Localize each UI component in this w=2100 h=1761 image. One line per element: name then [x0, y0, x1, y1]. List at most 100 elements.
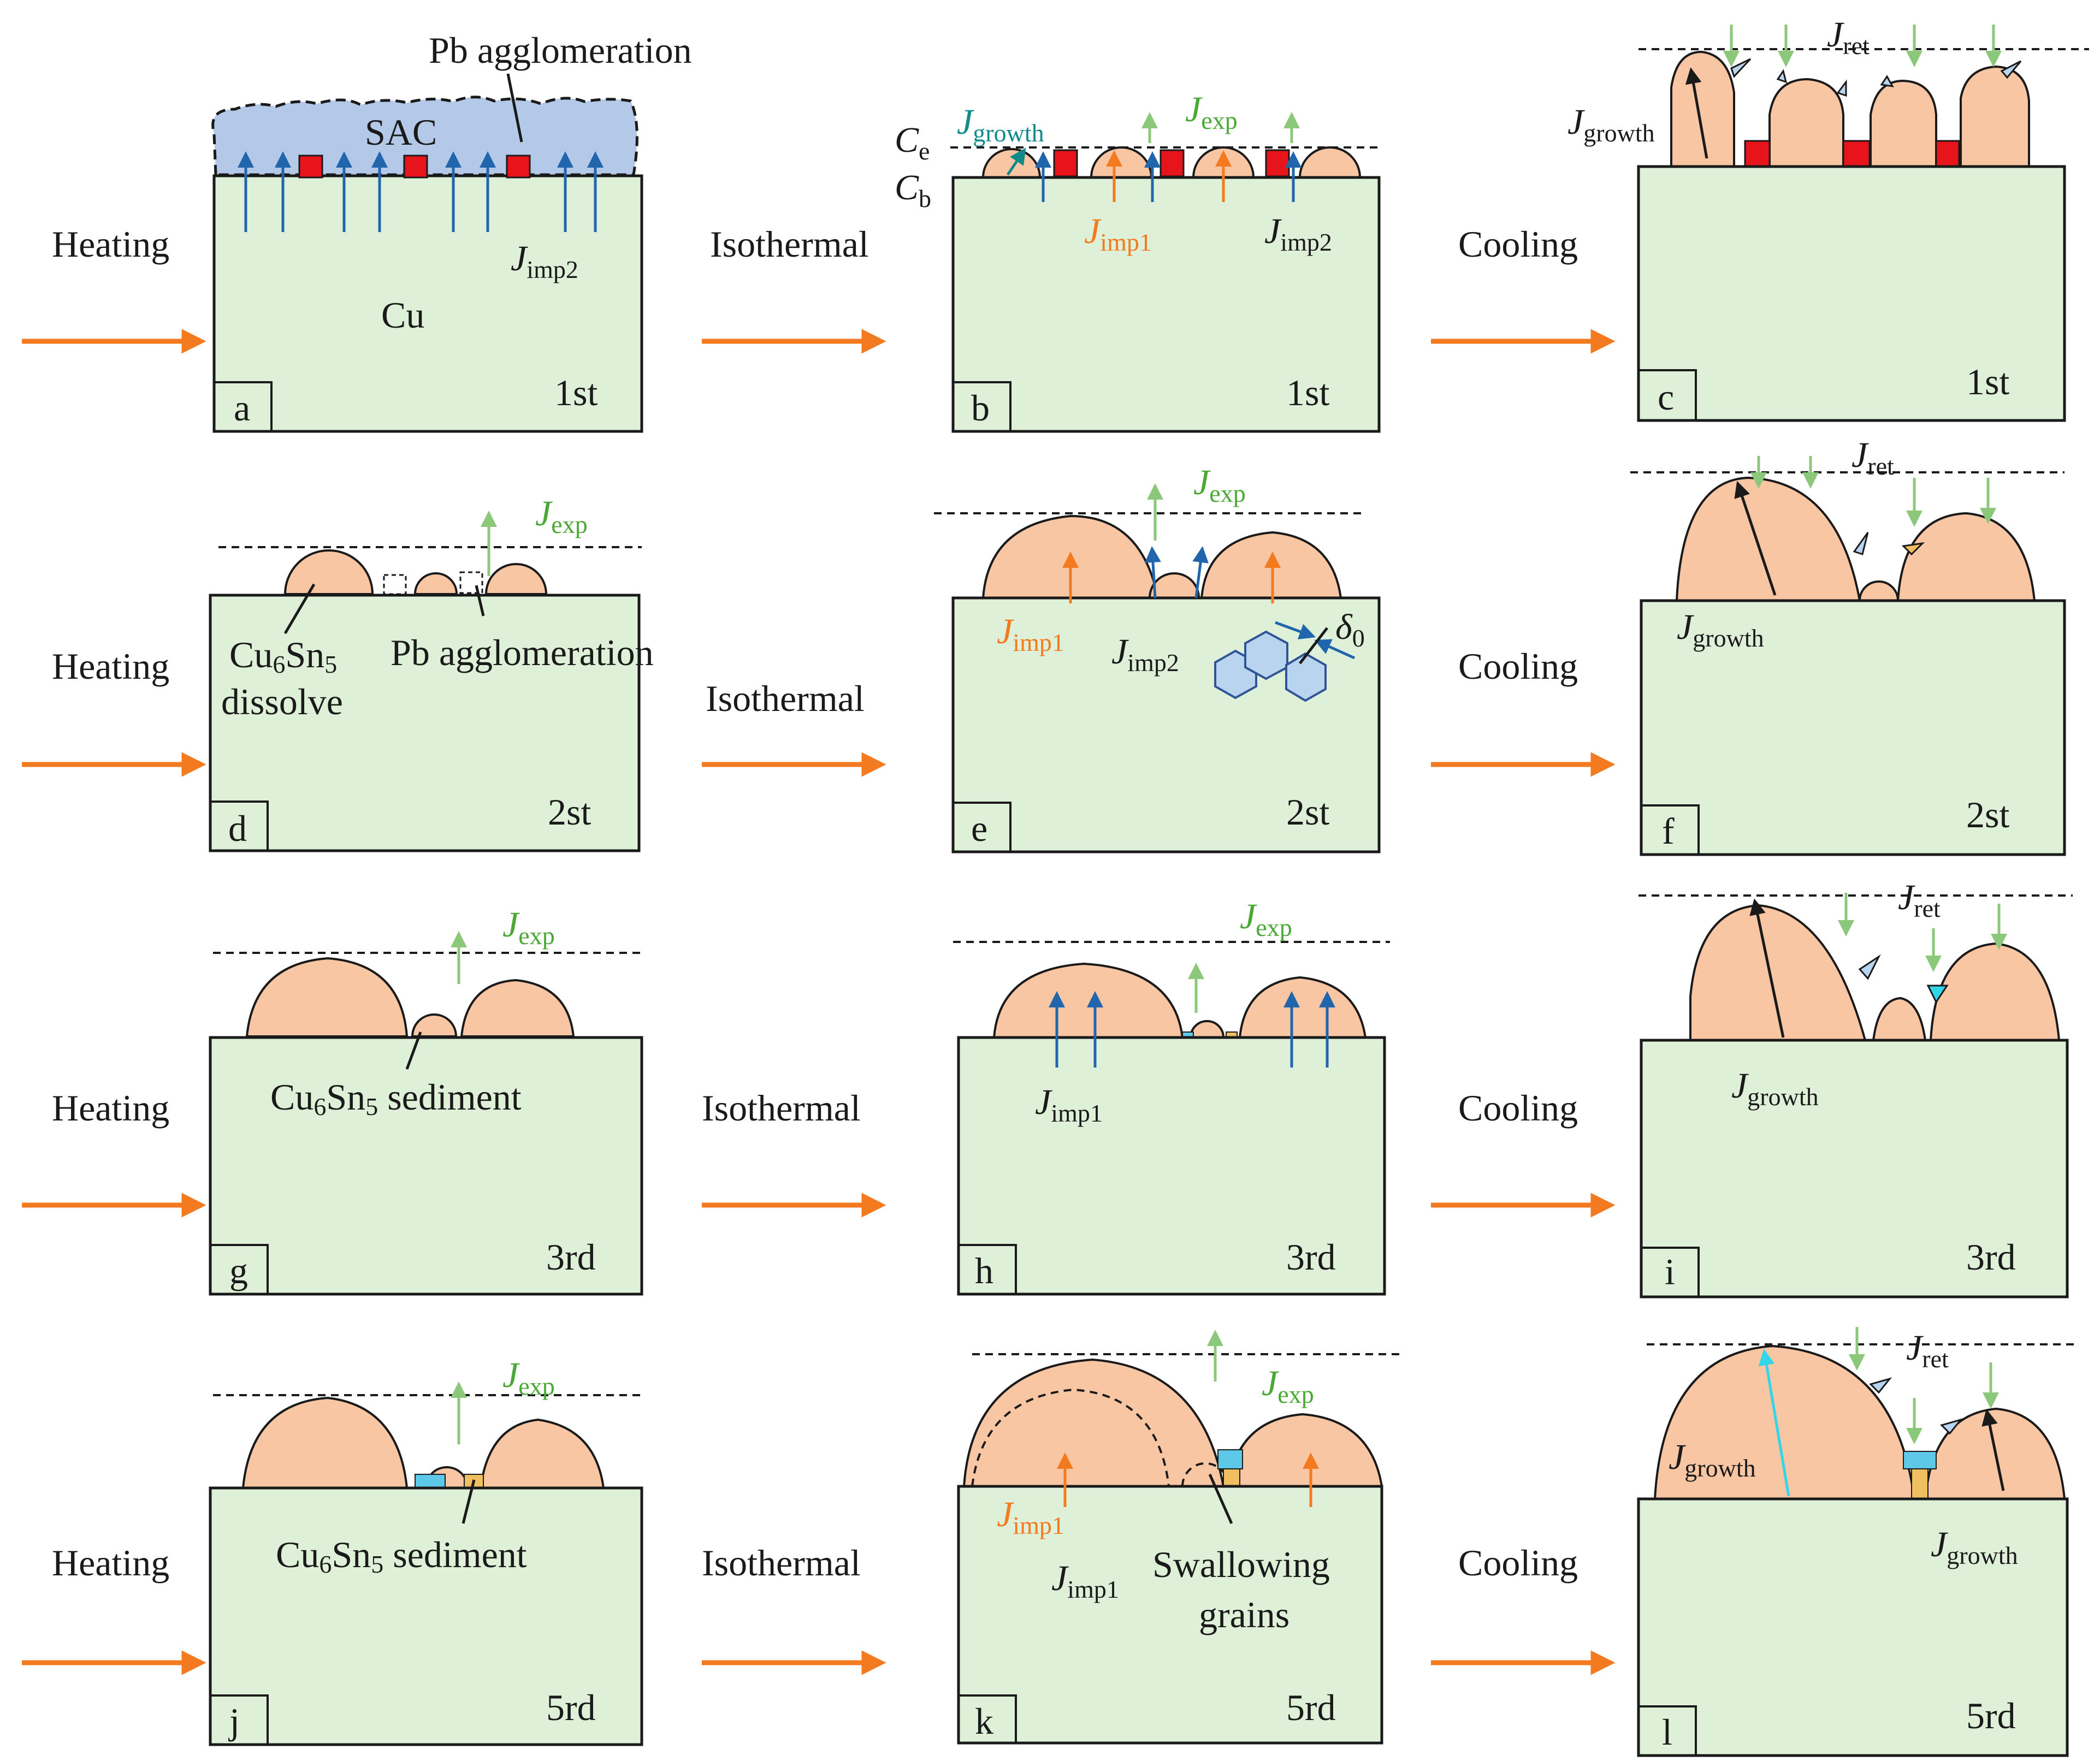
panel-letter: a — [234, 387, 250, 429]
dissolved-pb-site — [383, 574, 407, 595]
whisker — [1836, 79, 1847, 97]
panel-e: Jexp Jimp1 Jimp2 δ0 2st e — [934, 463, 1381, 853]
cu-substrate — [209, 1486, 643, 1746]
j-growth-arrow — [1981, 1409, 2005, 1491]
panel-letter: g — [229, 1250, 248, 1291]
process-label-heating-4: Heating — [52, 1542, 169, 1584]
j-growth-label: Jgrowth — [1731, 1066, 1819, 1111]
original-grain-outline — [971, 1388, 1170, 1487]
panel-tag — [957, 1694, 1017, 1744]
whisker — [1901, 542, 1925, 556]
cycle-label: 3rd — [1966, 1236, 2016, 1278]
cu6sn5-scallop — [1870, 79, 1937, 168]
panel-tag — [209, 801, 269, 852]
j-growth-arrow — [1758, 1349, 1790, 1497]
j-imp1-label: Jimp1 — [1035, 1082, 1103, 1127]
cu6sn5-grain — [1929, 942, 2061, 1041]
panel-tag — [952, 802, 1011, 853]
pb-phase — [1911, 1468, 1929, 1499]
whisker — [1776, 69, 1788, 84]
panel-c: Jgrowth Jret 1st c — [1567, 15, 2089, 422]
cycle-label: 2st — [1286, 791, 1329, 833]
panel-h: Jexp Jimp1 3rd h — [953, 897, 1390, 1296]
process-column-cooling: Cooling Cooling Cooling Cooling — [1431, 223, 1616, 1675]
cu6sn5-grain — [413, 572, 458, 595]
process-column-heating: Heating Heating Heating Heating — [22, 223, 206, 1675]
cu-substrate — [957, 1036, 1386, 1296]
j-growth-label: Jgrowth — [1669, 1437, 1756, 1482]
cu-substrate — [1637, 1497, 2069, 1757]
panel-g: Jexp Cu6Sn5 sediment 3rd g — [209, 905, 644, 1296]
whisker — [1730, 58, 1752, 78]
j-exp-label: Jexp — [1240, 897, 1292, 941]
cu6sn5-grain — [245, 957, 409, 1037]
j-growth-label: Jgrowth — [1677, 607, 1764, 652]
j-imp1-arrows — [1049, 991, 1335, 1068]
cu6sn5-grain — [484, 563, 548, 595]
cu-substrate — [951, 176, 1381, 433]
j-growth-label: Jgrowth — [1567, 102, 1655, 147]
whisker — [1869, 1377, 1892, 1394]
sac-label: SAC — [365, 111, 437, 153]
j-growth-arrow — [1749, 898, 1785, 1038]
delta-arrow — [1275, 621, 1316, 639]
pb-phase — [415, 1474, 446, 1489]
cu6sn5-grain — [962, 1358, 1225, 1487]
cu6sn5-grain — [241, 1396, 409, 1489]
cu6sn5-sediment-label: Cu6Sn5 sediment — [276, 1534, 527, 1578]
j-imp1-label: Jimp1 — [1084, 211, 1152, 256]
pb-particle — [1160, 149, 1185, 177]
process-label-cooling-3: Cooling — [1458, 1087, 1578, 1129]
cu-substrate — [1640, 599, 2066, 856]
pb-particle — [506, 155, 531, 179]
leader-line — [405, 1031, 422, 1070]
panel-d: Jexp Cu6Sn5 dissolve Pb agglomeration 2s… — [209, 494, 654, 852]
process-label-isothermal-3: Isothermal — [702, 1087, 861, 1129]
process-label-cooling-1: Cooling — [1458, 223, 1578, 265]
panel-letter: i — [1665, 1251, 1675, 1292]
j-growth-label: Jgrowth — [1931, 1525, 2018, 1569]
j-imp1-label: Jimp1 — [1051, 1558, 1119, 1603]
j-imp1-label: Jimp1 — [997, 1495, 1064, 1539]
cu6sn5-grain — [1653, 1344, 1916, 1500]
process-label-cooling-4: Cooling — [1458, 1542, 1578, 1584]
panel-letter: d — [228, 808, 247, 849]
leader-line — [462, 1479, 476, 1524]
cu6sn5-sediment-label: Cu6Sn5 sediment — [270, 1076, 522, 1120]
whisker — [1858, 954, 1881, 980]
j-imp2-label: Jimp2 — [1264, 211, 1332, 256]
cu6sn5-grain — [1298, 146, 1362, 179]
cycle-label: 1st — [1966, 361, 2009, 402]
panel-letter: c — [1658, 376, 1674, 418]
cu-substrate — [209, 594, 641, 852]
cycle-label: 3rd — [546, 1236, 596, 1278]
hexagonal-grains — [1214, 630, 1327, 702]
j-exp-label: Jexp — [1262, 1363, 1314, 1408]
j-imp2-arrows — [238, 151, 604, 232]
pb-particle — [1935, 140, 1960, 168]
panel-tag — [952, 381, 1011, 432]
panel-a: SAC Pb agglomeration Jimp2 Cu 1st a — [211, 29, 692, 433]
pb-particle — [403, 155, 428, 179]
delta-arrow — [1314, 639, 1356, 660]
cu6sn5-grain — [1227, 1413, 1383, 1487]
j-imp2-arrow — [1192, 546, 1209, 598]
cu6sn5-scallop — [1960, 65, 2030, 168]
j-ret-label: Jret — [1827, 15, 1870, 60]
cycle-label: 2st — [1966, 794, 2009, 835]
cu6sn5-scallop — [1768, 78, 1844, 168]
j-growth-label: Jgrowth — [957, 102, 1044, 147]
cu-substrate — [957, 1485, 1383, 1745]
cu6sn5-grain — [1189, 1020, 1225, 1039]
pb-phase — [1223, 1468, 1240, 1487]
cu6sn5-grain — [411, 1013, 458, 1037]
cu6sn5-grain — [1238, 976, 1367, 1039]
cu6sn5-label: Cu6Sn5 — [229, 634, 337, 678]
j-imp1-label: Jimp1 — [997, 612, 1064, 656]
panel-tag — [1637, 1705, 1697, 1757]
cu-substrate — [1640, 1039, 2069, 1298]
process-label-heating-3: Heating — [52, 1087, 169, 1129]
panel-tag — [213, 381, 273, 432]
cu6sn5-grain — [992, 962, 1184, 1039]
